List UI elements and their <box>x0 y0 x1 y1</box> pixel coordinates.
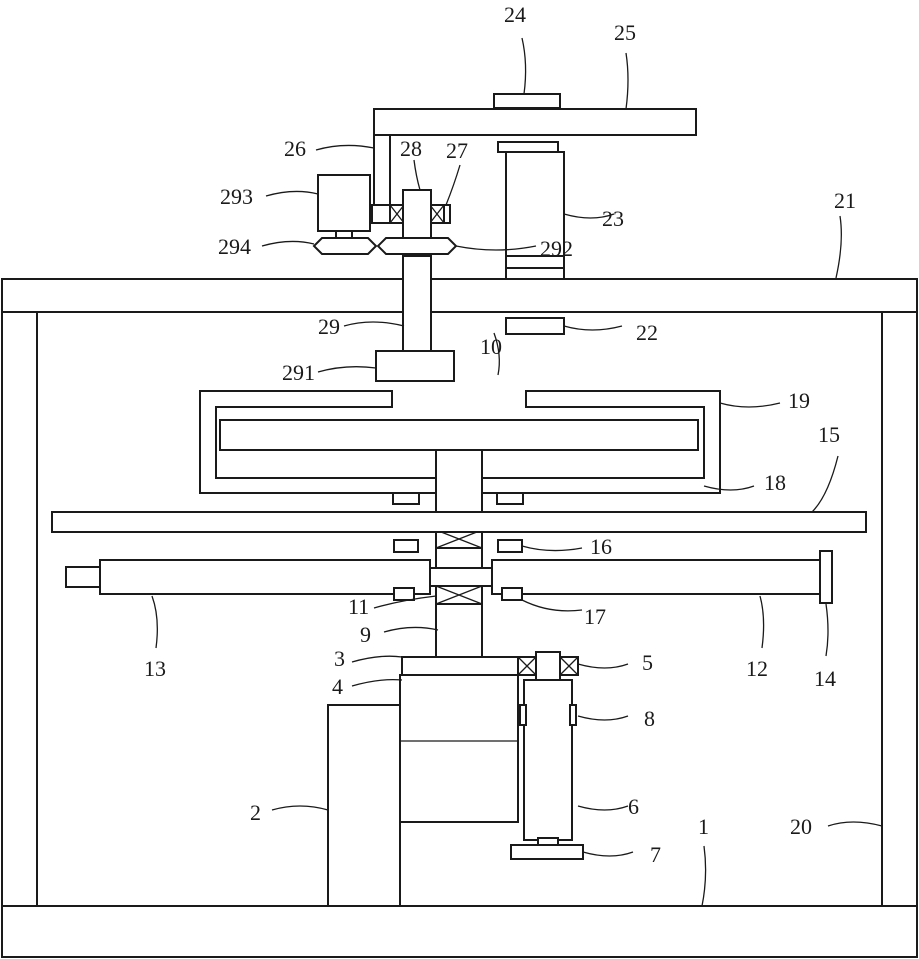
horizontal-plate-15 <box>52 512 866 532</box>
base-plate <box>2 906 917 957</box>
label-9: 9 <box>360 622 371 647</box>
shaft-cap-22 <box>506 318 564 334</box>
nut-8-left <box>520 705 526 725</box>
shaft-joint <box>430 568 492 586</box>
label-5: 5 <box>642 650 653 675</box>
screw-6 <box>524 680 572 840</box>
base-block-7 <box>511 845 583 859</box>
arm-26 <box>374 135 390 205</box>
cap-24 <box>494 94 560 108</box>
label-3: 3 <box>334 646 345 671</box>
lead-screw-12 <box>492 560 820 594</box>
label-13: 13 <box>144 656 166 681</box>
label-12: 12 <box>746 656 768 681</box>
label-24: 24 <box>504 2 526 27</box>
right-wall <box>882 311 917 906</box>
nut-8-right <box>570 705 576 725</box>
label-14: 14 <box>814 666 836 691</box>
label-11: 11 <box>348 594 369 619</box>
handwheel-14 <box>820 551 832 603</box>
label-20: 20 <box>790 814 812 839</box>
central-shaft <box>436 450 482 657</box>
left-wall <box>2 311 37 906</box>
label-25: 25 <box>614 20 636 45</box>
label-22: 22 <box>636 320 658 345</box>
label-7: 7 <box>650 842 661 867</box>
rod-29 <box>403 256 431 352</box>
label-293: 293 <box>220 184 253 209</box>
label-6: 6 <box>628 794 639 819</box>
label-10: 10 <box>480 334 502 359</box>
label-16: 16 <box>590 534 612 559</box>
label-26: 26 <box>284 136 306 161</box>
lead-screw-13 <box>100 560 430 594</box>
label-8: 8 <box>644 706 655 731</box>
label-29: 29 <box>318 314 340 339</box>
label-28: 28 <box>400 136 422 161</box>
label-291: 291 <box>282 360 315 385</box>
label-17: 17 <box>584 604 606 629</box>
label-18: 18 <box>764 470 786 495</box>
support-column <box>328 705 400 906</box>
label-27: 27 <box>446 138 468 163</box>
label-19: 19 <box>788 388 810 413</box>
motor-293 <box>318 175 370 231</box>
gear-292 <box>378 238 456 254</box>
label-292: 292 <box>540 236 573 261</box>
motor-housing <box>400 675 518 822</box>
label-294: 294 <box>218 234 251 259</box>
screw-6-top <box>536 652 560 682</box>
block-291 <box>376 351 454 381</box>
label-23: 23 <box>602 206 624 231</box>
label-15: 15 <box>818 422 840 447</box>
disc-10 <box>220 420 698 450</box>
screw-end-left <box>66 567 102 587</box>
label-4: 4 <box>332 674 343 699</box>
label-21: 21 <box>834 188 856 213</box>
arm-25 <box>374 109 696 135</box>
label-1: 1 <box>698 814 709 839</box>
label-2: 2 <box>250 800 261 825</box>
gear-294 <box>314 238 376 254</box>
top-plate <box>2 279 917 312</box>
